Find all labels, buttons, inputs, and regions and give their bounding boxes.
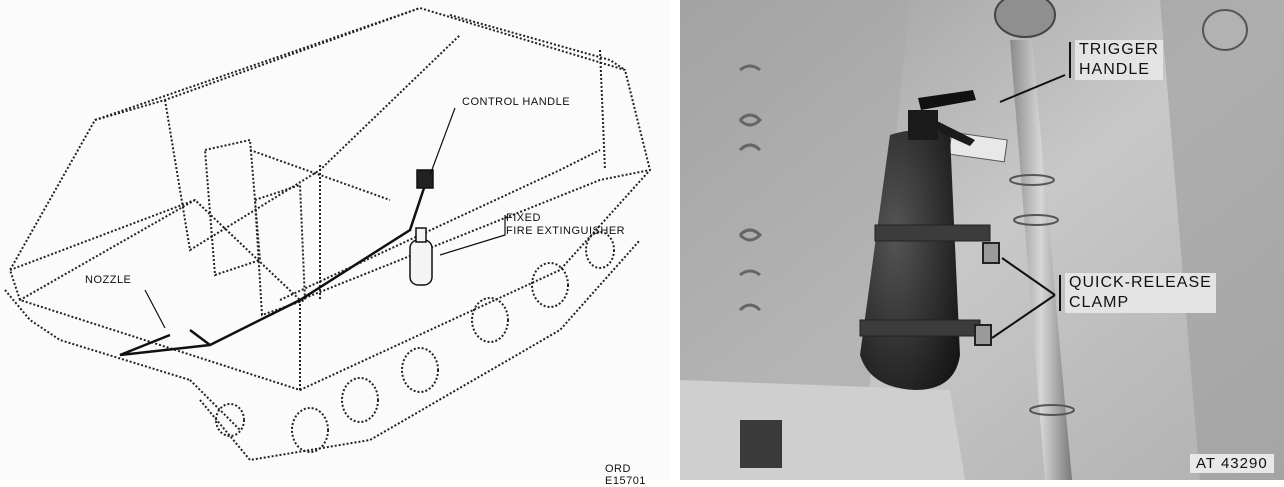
panel-divider xyxy=(670,0,680,480)
extinguisher-drawing xyxy=(409,169,434,286)
quick-release-line2: CLAMP xyxy=(1065,293,1216,313)
fixed-extinguisher-label-line1: FIXED xyxy=(506,212,541,224)
quick-release-clamp-label: QUICK-RELEASE CLAMP xyxy=(1059,273,1216,313)
nozzle-label: NOZZLE xyxy=(85,274,132,286)
figure-reference-right: AT 43290 xyxy=(1190,454,1274,473)
control-handle-label: CONTROL HANDLE xyxy=(462,96,571,108)
fixed-extinguisher-label-line2: FIRE EXTINGUISHER xyxy=(506,225,626,237)
vehicle-diagram-panel: CONTROL HANDLE FIXED FIRE EXTINGUISHER N… xyxy=(4,6,652,487)
vehicle-line-drawing xyxy=(4,6,652,462)
trigger-handle-label: TRIGGER HANDLE xyxy=(1069,40,1163,80)
trigger-handle-line2: HANDLE xyxy=(1075,60,1163,80)
trigger-handle-line1: TRIGGER xyxy=(1075,40,1163,60)
extinguisher-photo xyxy=(680,0,1284,480)
photo-panel: TRIGGER HANDLE QUICK-RELEASE CLAMP xyxy=(680,0,1284,480)
figure-reference-left: ORD E15701 xyxy=(605,463,646,487)
quick-release-line1: QUICK-RELEASE xyxy=(1065,273,1216,293)
